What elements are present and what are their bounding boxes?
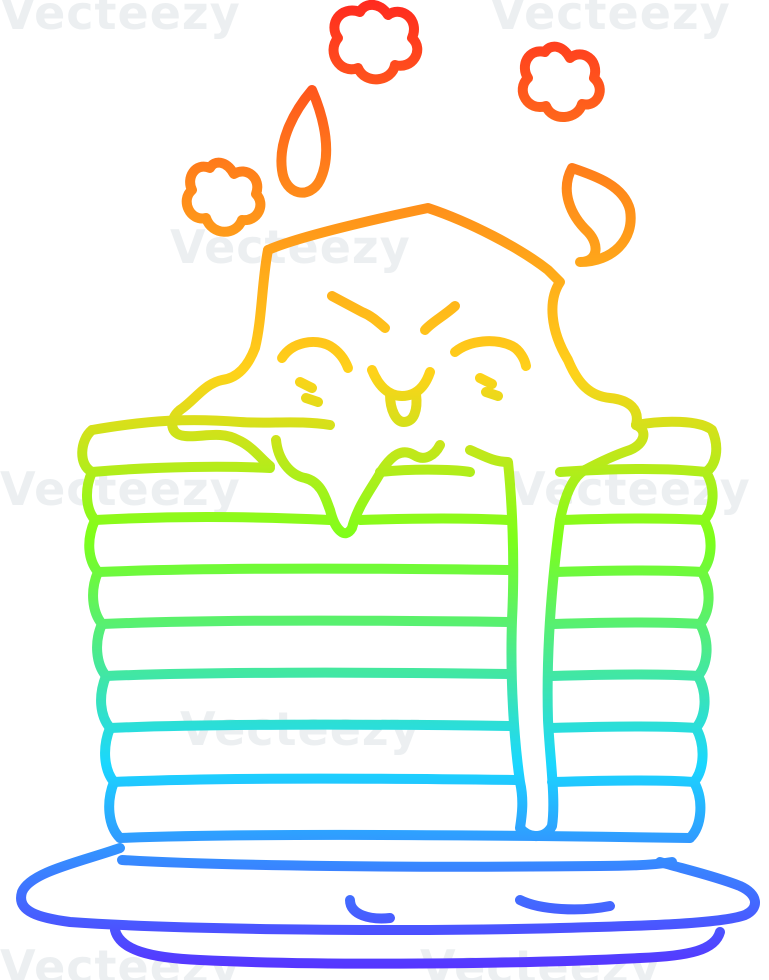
pancake-layer: [547, 669, 703, 681]
pancake-layer: [375, 464, 475, 477]
butter-cheek: [475, 373, 503, 401]
steam-puff: [517, 41, 605, 122]
butter-cheek: [295, 377, 323, 407]
pancake-layer: [551, 565, 707, 577]
pancake-stack-right: [631, 416, 722, 843]
butter-drip: [271, 435, 445, 539]
pancake-layer: [355, 513, 513, 525]
pancake-layer: [101, 667, 515, 681]
plate-drip: [345, 895, 615, 924]
pancake-layer: [549, 617, 705, 629]
pancake-layer: [105, 719, 517, 733]
plate: [16, 843, 760, 935]
steam-drop: [561, 163, 636, 267]
steam-puff: [181, 157, 266, 237]
pancake-layer: [555, 513, 709, 525]
steam-drop: [276, 85, 332, 198]
plate: [117, 855, 677, 872]
butter-mouth: [367, 365, 435, 401]
butter-eyebrow: [327, 291, 390, 333]
pancake-stack-left: [77, 425, 125, 843]
pancake-layer: [545, 721, 701, 733]
butter-drip: [580, 420, 649, 475]
steam-puff: [328, 0, 423, 85]
pancake-layer: [555, 464, 711, 477]
pancake-layer: [93, 563, 513, 577]
pancake-layer: [97, 615, 515, 629]
pancake-layer: [109, 773, 521, 787]
butter-drip: [167, 405, 275, 471]
butter-eye: [277, 337, 353, 373]
pancake-layer: [547, 775, 699, 787]
pancake-layer: [87, 415, 335, 435]
butter-block: [175, 245, 273, 415]
plate-rim: [110, 925, 725, 969]
butter-eye: [450, 336, 531, 371]
pancake-layer: [90, 512, 335, 525]
butter-block: [263, 203, 642, 430]
butter-tongue: [385, 389, 422, 427]
butter-eyebrow: [420, 301, 460, 335]
pancake-layer: [115, 830, 695, 843]
pancake-layer: [87, 461, 275, 477]
